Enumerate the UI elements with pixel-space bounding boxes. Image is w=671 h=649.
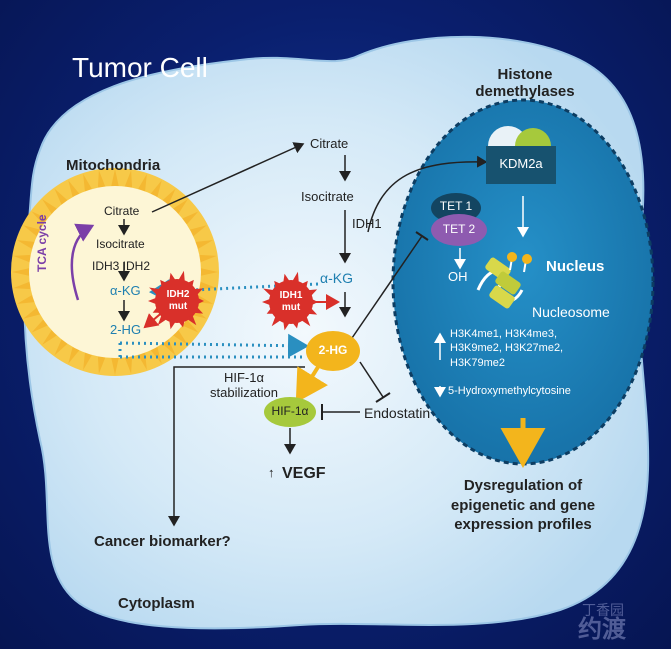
kdm2a-complex: [486, 126, 556, 184]
histone-marks: H3K4me1, H3K4me3,H3K9me2, H3K27me2,H3K79…: [450, 328, 564, 369]
tca-cycle-label: TCA cycle: [35, 214, 49, 272]
tet1-label: TET 1: [439, 199, 473, 213]
idh1-mutant-badge: [262, 271, 318, 331]
nucleus-label: Nucleus: [546, 258, 605, 275]
nucleosome-icon: [476, 252, 532, 309]
cyto-idh1: IDH1: [352, 216, 382, 231]
hydroxymethylcytosine-label: 5-Hydroxymethylcytosine: [448, 385, 571, 397]
hif1a-node: [264, 397, 316, 427]
mito-enzymes: IDH3 IDH2: [92, 259, 151, 273]
watermark-bottom: 约渡: [578, 616, 626, 643]
endostatin-label: Endostatin: [364, 405, 431, 421]
cancer-biomarker-label: Cancer biomarker?: [94, 533, 231, 550]
cyto-isocitrate: Isocitrate: [301, 189, 354, 204]
mito-twohg: 2-HG: [110, 322, 142, 337]
vegf-label: VEGF: [282, 465, 326, 482]
tet2-label: TET 2: [442, 222, 476, 236]
mito-citrate: Citrate: [104, 204, 140, 218]
vegf-up-arrow: ↑: [268, 465, 275, 480]
oh-label: OH: [448, 269, 468, 284]
hif1a-label: HIF-1α: [271, 404, 309, 418]
cyto-akg: α-KG: [320, 270, 353, 286]
watermark-top: 丁香园: [582, 602, 624, 618]
mito-isocitrate: Isocitrate: [96, 237, 145, 251]
cytoplasm-label: Cytoplasm: [118, 595, 195, 612]
page-title: Tumor Cell: [72, 52, 208, 83]
kdm2a-label: KDM2a: [499, 156, 543, 171]
nucleosome-label: Nucleosome: [532, 304, 610, 320]
cyto-citrate: Citrate: [310, 136, 349, 151]
twohg-node: [306, 331, 360, 371]
tet2-node: [431, 214, 487, 246]
mito-akg: α-KG: [110, 283, 141, 298]
idh2-mutant-badge: [148, 270, 204, 330]
mitochondria-label: Mitochondria: [66, 157, 161, 174]
twohg-label: 2-HG: [318, 343, 348, 357]
